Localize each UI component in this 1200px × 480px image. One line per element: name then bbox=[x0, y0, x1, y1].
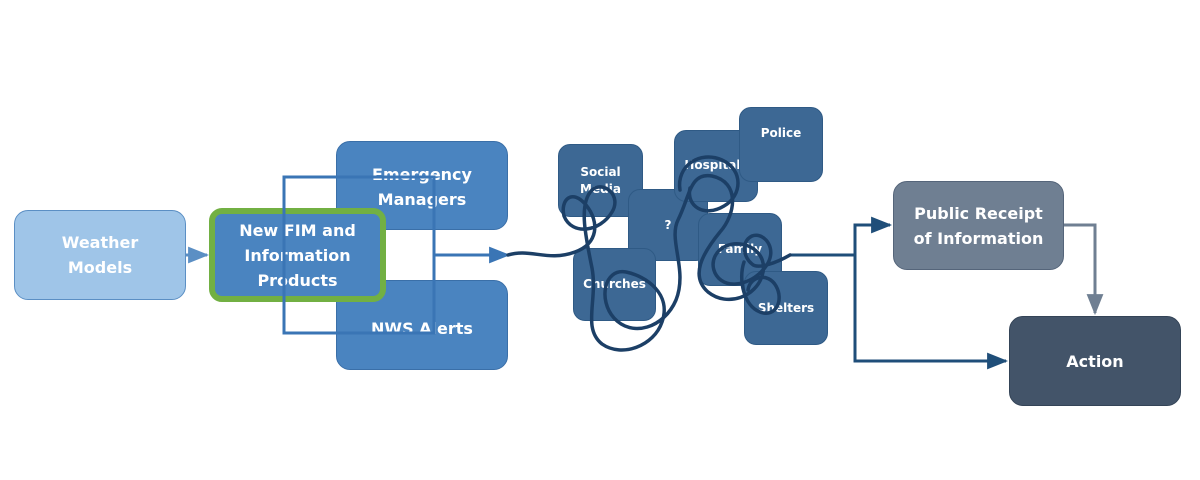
shelters-label: Shelters bbox=[757, 300, 815, 315]
arrow-network-to-public bbox=[790, 216, 893, 257]
arrow-network-to-action bbox=[853, 255, 1009, 370]
nws-alerts-label: NWS Alerts bbox=[371, 318, 473, 338]
weather-models-box: Weather Models bbox=[14, 210, 186, 300]
police-label: Police bbox=[760, 126, 802, 140]
emergency-managers-label: Emergency Managers bbox=[372, 165, 472, 209]
churches-label: Churches bbox=[583, 277, 646, 291]
public-receipt-box: Public Receipt of Information bbox=[893, 181, 1064, 270]
public-receipt-label: Public Receipt of Information bbox=[913, 203, 1044, 248]
new-fim-label: New FIM and Information Products bbox=[239, 220, 356, 290]
action-label: Action bbox=[1066, 351, 1124, 371]
weather-models-label: Weather Models bbox=[61, 233, 139, 277]
action-box: Action bbox=[1009, 316, 1181, 406]
shelters-box: Shelters bbox=[744, 271, 828, 345]
churches-box: Churches bbox=[573, 248, 656, 321]
police-box: Police bbox=[739, 107, 823, 182]
social-media-label: Social Media bbox=[580, 164, 621, 196]
family-label: Family bbox=[717, 242, 763, 256]
unknown-source-label: ? bbox=[664, 217, 672, 232]
new-fim-box: New FIM and Information Products bbox=[209, 208, 386, 302]
arrow-public-to-action bbox=[1064, 223, 1104, 316]
